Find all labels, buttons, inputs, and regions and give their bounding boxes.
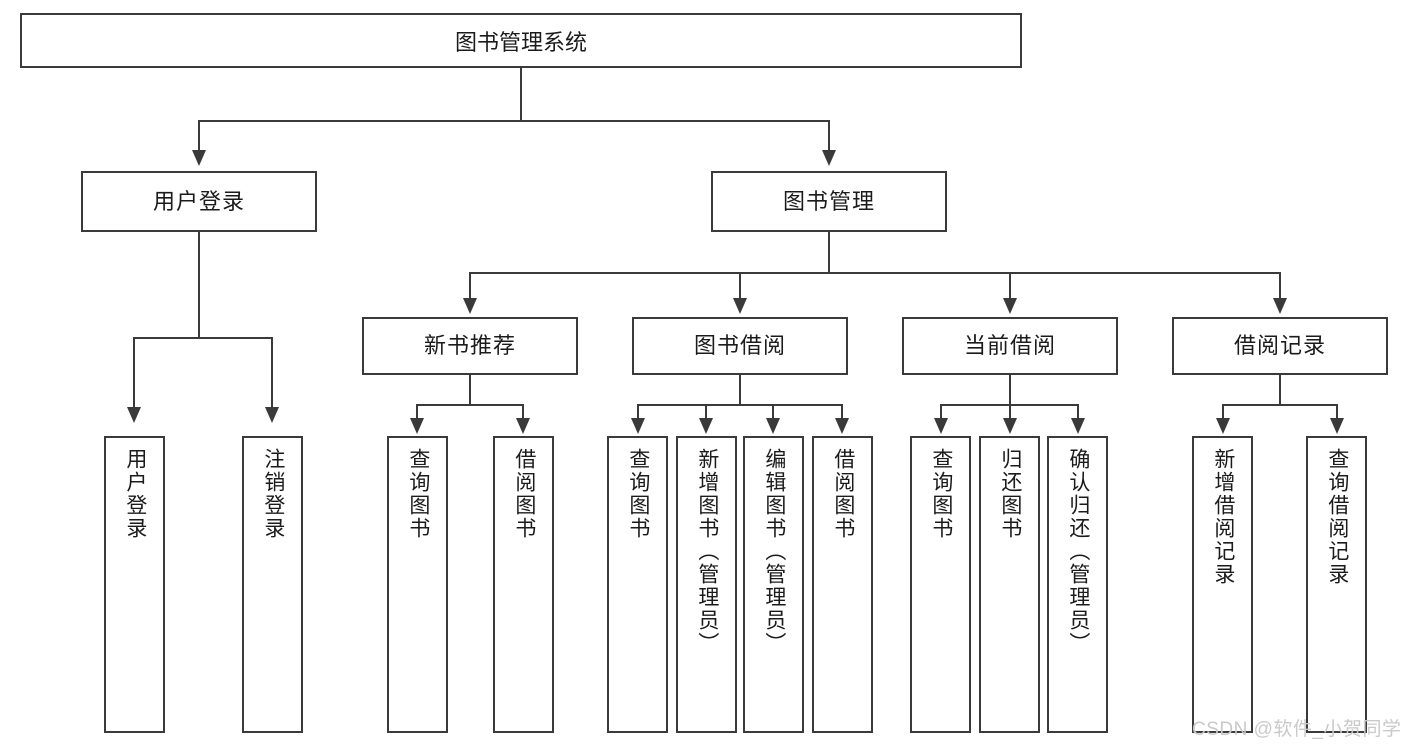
arrow-to-borrow-record	[1273, 298, 1287, 314]
arrow-current-leaf-2	[1003, 418, 1017, 434]
connector-recommend-drop-1	[416, 404, 418, 420]
leaf-add-borrow-record[interactable]: 新增借阅记录	[1192, 436, 1253, 733]
node-book-borrow[interactable]: 图书借阅	[632, 317, 848, 375]
connector-root-bus	[198, 120, 830, 122]
connector-borrow-drop-2	[705, 404, 707, 420]
leaf-label: 确认归还（管理员）	[1066, 448, 1090, 655]
leaf-return-book[interactable]: 归还图书	[979, 436, 1040, 733]
arrow-root-to-user-login	[192, 150, 206, 166]
node-book-management[interactable]: 图书管理	[711, 171, 947, 232]
connector-recommend-trunk	[469, 375, 471, 405]
leaf-label: 查询图书	[406, 448, 430, 540]
connector-book-mgmt-drop-1	[469, 272, 471, 300]
connector-recommend-bus	[416, 404, 524, 406]
leaf-confirm-return-admin[interactable]: 确认归还（管理员）	[1047, 436, 1108, 733]
connector-book-mgmt-drop-4	[1279, 272, 1281, 300]
connector-book-mgmt-drop-3	[1009, 272, 1011, 300]
arrow-root-to-book-mgmt	[822, 150, 836, 166]
arrow-borrow-leaf-2	[699, 418, 713, 434]
leaf-user-login[interactable]: 用户登录	[104, 436, 165, 733]
connector-root-to-user-login	[198, 120, 200, 152]
leaf-query-borrow-record[interactable]: 查询借阅记录	[1306, 436, 1367, 733]
node-new-book-recommend[interactable]: 新书推荐	[362, 317, 578, 375]
leaf-edit-book-admin[interactable]: 编辑图书（管理员）	[743, 436, 804, 733]
arrow-borrow-leaf-4	[835, 418, 849, 434]
leaf-label: 查询图书	[626, 448, 650, 540]
arrow-current-leaf-3	[1071, 418, 1085, 434]
connector-book-mgmt-trunk	[828, 232, 830, 273]
arrow-recommend-leaf-2	[516, 418, 530, 434]
arrow-to-leaf-logout	[265, 407, 279, 423]
connector-current-trunk	[1009, 375, 1011, 405]
connector-record-drop-1	[1222, 404, 1224, 420]
connector-borrow-drop-1	[637, 404, 639, 420]
connector-borrow-drop-4	[841, 404, 843, 420]
leaf-label: 查询图书	[929, 448, 953, 540]
leaf-query-book-current[interactable]: 查询图书	[910, 436, 971, 733]
node-label: 新书推荐	[423, 333, 516, 358]
leaf-query-book-borrow[interactable]: 查询图书	[607, 436, 668, 733]
leaf-logout[interactable]: 注销登录	[242, 436, 303, 733]
connector-record-bus	[1222, 404, 1338, 406]
connector-borrow-drop-3	[772, 404, 774, 420]
leaf-label: 归还图书	[998, 448, 1022, 540]
connector-book-mgmt-bus	[469, 272, 1281, 274]
connector-root-to-book-mgmt	[828, 120, 830, 152]
csdn-watermark: CSDN @软件_小贺同学	[1192, 719, 1402, 740]
connector-user-login-trunk	[198, 232, 200, 338]
arrow-recommend-leaf-1	[410, 418, 424, 434]
connector-borrow-trunk	[739, 375, 741, 405]
connector-user-login-drop-1	[133, 337, 135, 409]
arrow-to-book-borrow	[733, 298, 747, 314]
node-label: 用户登录	[152, 188, 245, 214]
arrow-borrow-leaf-3	[766, 418, 780, 434]
leaf-query-book-recommend[interactable]: 查询图书	[387, 436, 448, 733]
arrow-borrow-leaf-1	[631, 418, 645, 434]
arrow-to-leaf-user-login	[127, 407, 141, 423]
node-label: 图书管理	[782, 188, 875, 214]
connector-book-mgmt-drop-2	[739, 272, 741, 300]
leaf-label: 注销登录	[261, 448, 285, 540]
node-current-borrow[interactable]: 当前借阅	[902, 317, 1118, 375]
leaf-label: 新增图书（管理员）	[695, 448, 719, 655]
leaf-borrow-book[interactable]: 借阅图书	[812, 436, 873, 733]
node-label: 图书借阅	[693, 333, 786, 358]
connector-record-drop-2	[1336, 404, 1338, 420]
leaf-label: 查询借阅记录	[1325, 448, 1349, 586]
arrow-to-current-borrow	[1003, 298, 1017, 314]
arrow-record-leaf-2	[1330, 418, 1344, 434]
connector-borrow-bus	[637, 404, 843, 406]
node-root-library-system[interactable]: 图书管理系统	[20, 13, 1022, 68]
connector-user-login-drop-2	[271, 337, 273, 409]
leaf-label: 借阅图书	[831, 448, 855, 540]
connector-current-drop-2	[1009, 404, 1011, 420]
node-label: 图书管理系统	[454, 29, 587, 55]
connector-recommend-drop-2	[522, 404, 524, 420]
leaf-label: 借阅图书	[512, 448, 536, 540]
connector-root-trunk	[520, 68, 522, 121]
leaf-label: 编辑图书（管理员）	[762, 448, 786, 655]
node-user-login[interactable]: 用户登录	[81, 171, 317, 232]
leaf-borrow-book-recommend[interactable]: 借阅图书	[493, 436, 554, 733]
node-label: 借阅记录	[1233, 333, 1326, 358]
leaf-label: 用户登录	[123, 448, 147, 540]
connector-current-drop-1	[940, 404, 942, 420]
leaf-label: 新增借阅记录	[1211, 448, 1235, 586]
arrow-record-leaf-1	[1216, 418, 1230, 434]
node-borrow-record[interactable]: 借阅记录	[1172, 317, 1388, 375]
arrow-current-leaf-1	[934, 418, 948, 434]
arrow-to-new-book-recommend	[463, 298, 477, 314]
connector-user-login-bus	[133, 337, 273, 339]
connector-current-drop-3	[1077, 404, 1079, 420]
connector-record-trunk	[1279, 375, 1281, 405]
node-label: 当前借阅	[963, 333, 1056, 358]
leaf-add-book-admin[interactable]: 新增图书（管理员）	[676, 436, 737, 733]
